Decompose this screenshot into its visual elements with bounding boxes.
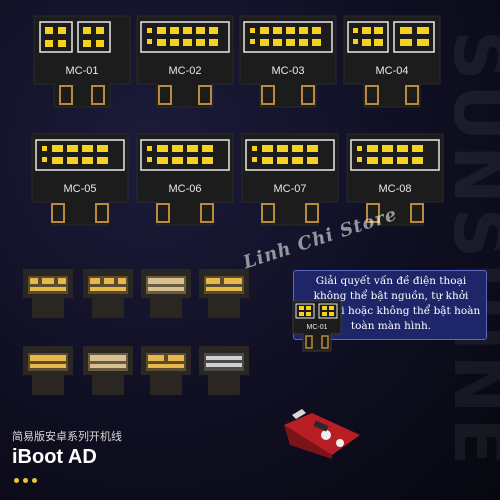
- board-mc-02: MC-02: [135, 14, 235, 109]
- board-mc-03: MC-03: [238, 14, 338, 109]
- board-back-view: [198, 345, 250, 402]
- board-mc-07: MC-07: [240, 132, 340, 227]
- callout-board-mc-01: MC-01: [292, 300, 342, 357]
- callout-board-label: MC-01: [306, 324, 327, 331]
- board-mc-01: MC-01: [32, 14, 132, 109]
- board-mc-06: MC-06: [135, 132, 235, 227]
- callout-text: Giải quyết vấn đề điện thoại không thể b…: [301, 275, 481, 332]
- dot: [23, 478, 28, 483]
- board-label: MC-08: [378, 183, 411, 195]
- board-mc-05: MC-05: [30, 132, 130, 227]
- board-label: MC-04: [375, 65, 408, 77]
- dot: [32, 478, 37, 483]
- board-mc-04: MC-04: [342, 14, 442, 109]
- board-back-view: [22, 345, 74, 402]
- board-back-view: [82, 268, 134, 325]
- board-label: MC-01: [65, 65, 98, 77]
- iboot-device-photo: [282, 405, 362, 465]
- background-brand-text: SUNSHINE: [438, 30, 500, 470]
- accent-dots: [14, 470, 41, 488]
- board-back-view: [82, 345, 134, 402]
- board-mc-08: MC-08: [345, 132, 445, 227]
- board-label: MC-02: [168, 65, 201, 77]
- dot: [14, 478, 19, 483]
- board-label: MC-06: [168, 183, 201, 195]
- board-back-view: [140, 345, 192, 402]
- board-back-view: [22, 268, 74, 325]
- product-caption: 简易版安卓系列开机线: [12, 430, 122, 443]
- board-label: MC-05: [63, 183, 96, 195]
- board-label: MC-07: [273, 183, 306, 195]
- board-label: MC-03: [271, 65, 304, 77]
- board-back-view: [198, 268, 250, 325]
- product-name: iBoot AD: [12, 446, 97, 468]
- board-back-view: [140, 268, 192, 325]
